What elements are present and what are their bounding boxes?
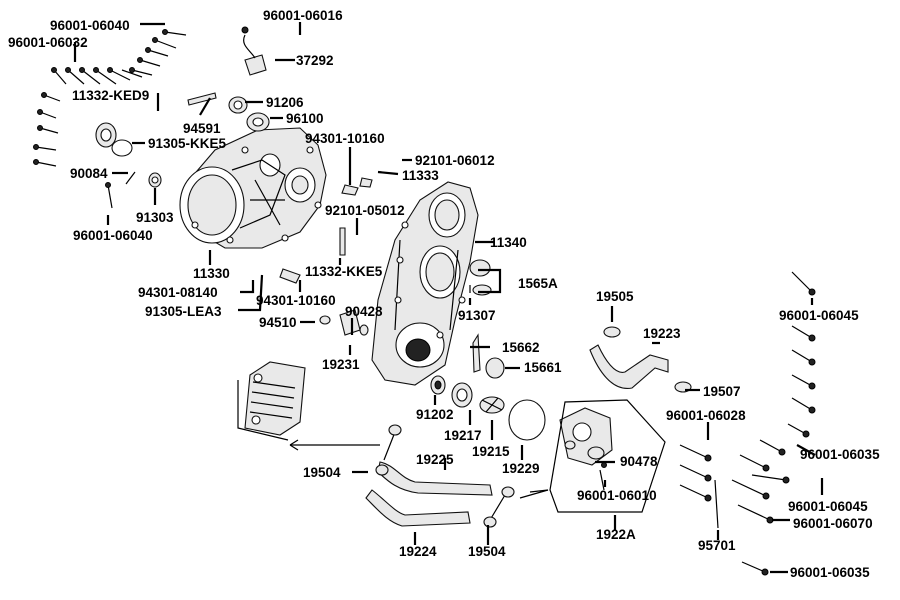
label-96001-06040-b: 96001-06040 xyxy=(73,228,153,243)
label-94591: 94591 xyxy=(183,121,221,136)
label-94301-10160-b: 94301-10160 xyxy=(256,293,336,308)
label-11332-kke5: 11332-KKE5 xyxy=(305,264,383,279)
label-19225: 19225 xyxy=(416,452,454,467)
bolts xyxy=(33,29,816,576)
label-95701: 95701 xyxy=(698,538,736,553)
label-1565a: 1565A xyxy=(518,276,558,291)
water-pump-part xyxy=(559,407,613,466)
label-37292: 37292 xyxy=(296,53,334,68)
label-90428: 90428 xyxy=(345,304,383,319)
left-crankcase-cover-part xyxy=(179,127,327,249)
label-19223: 19223 xyxy=(643,326,681,341)
label-90478: 90478 xyxy=(620,454,658,469)
label-11333: 11333 xyxy=(402,168,439,183)
label-96001-06070: 96001-06070 xyxy=(793,516,873,531)
label-19217: 19217 xyxy=(444,428,482,443)
oil-cooler-part xyxy=(237,361,306,441)
label-96001-06016: 96001-06016 xyxy=(263,8,343,23)
label-94301-08140: 94301-08140 xyxy=(138,285,218,300)
callout-frames xyxy=(289,285,666,513)
label-19507: 19507 xyxy=(703,384,741,399)
label-91307: 91307 xyxy=(458,308,496,323)
small-parts xyxy=(95,26,546,441)
label-96100: 96100 xyxy=(286,111,324,126)
label-11332-ked9: 11332-KED9 xyxy=(72,88,149,103)
label-19215: 19215 xyxy=(472,444,510,459)
label-96001-06032: 96001-06032 xyxy=(8,35,88,50)
label-96001-06035-a: 96001-06035 xyxy=(800,447,880,462)
label-19504-a: 19504 xyxy=(303,465,341,480)
label-92101-05012: 92101-05012 xyxy=(325,203,405,218)
label-1922a: 1922A xyxy=(596,527,636,542)
label-91206: 91206 xyxy=(266,95,304,110)
label-96001-06045-a: 96001-06045 xyxy=(779,308,859,323)
label-19224: 19224 xyxy=(399,544,437,559)
timing-cover-part xyxy=(371,181,479,386)
label-91202: 91202 xyxy=(416,407,454,422)
label-92101-06012: 92101-06012 xyxy=(415,153,495,168)
label-94301-10160-a: 94301-10160 xyxy=(305,131,385,146)
leader-lines xyxy=(73,22,824,574)
label-96001-06040-top: 96001-06040 xyxy=(50,18,130,33)
label-15661: 15661 xyxy=(524,360,562,375)
label-94510: 94510 xyxy=(259,315,297,330)
label-90084: 90084 xyxy=(70,166,108,181)
label-91305-kke5: 91305-KKE5 xyxy=(148,136,227,151)
label-11340: 11340 xyxy=(490,235,527,250)
label-15662: 15662 xyxy=(502,340,540,355)
label-96001-06035-b: 96001-06035 xyxy=(790,565,870,580)
label-96001-06010: 96001-06010 xyxy=(577,488,657,503)
label-11330: 11330 xyxy=(193,266,230,281)
label-19504-b: 19504 xyxy=(468,544,506,559)
label-19229: 19229 xyxy=(502,461,540,476)
label-96001-06045-b: 96001-06045 xyxy=(788,499,868,514)
label-91305-lea3: 91305-LEA3 xyxy=(145,304,222,319)
coolant-hoses-part xyxy=(365,326,692,528)
label-19231: 19231 xyxy=(322,357,360,372)
label-91303: 91303 xyxy=(136,210,174,225)
label-96001-06028: 96001-06028 xyxy=(666,408,746,423)
part-number-labels: 96001-06040 96001-06032 96001-06016 3729… xyxy=(8,8,880,580)
label-19505: 19505 xyxy=(596,289,634,304)
